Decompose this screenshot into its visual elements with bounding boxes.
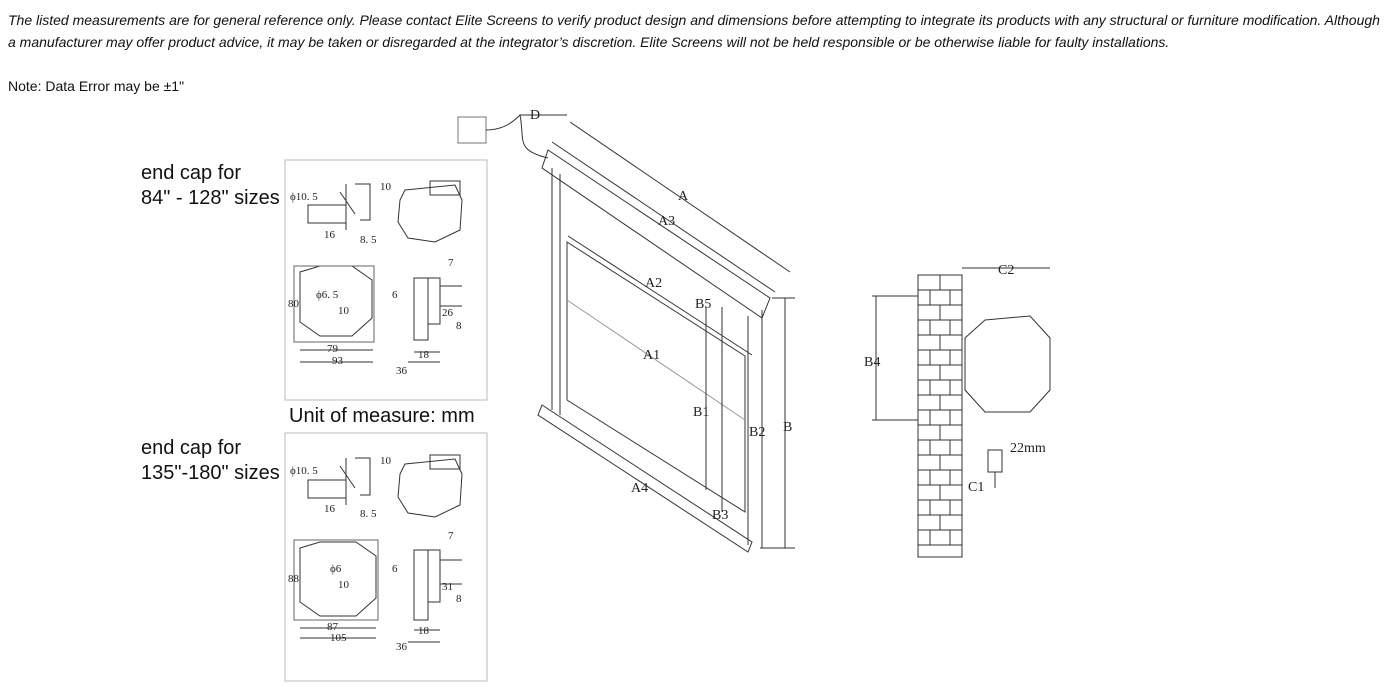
end-cap-label-line1: end cap for [141,162,242,184]
dim-left: 16 [324,503,336,515]
dim-hole: ϕ10. 5 [290,191,318,203]
dim-top: 10 [380,181,392,193]
dim-inner-w: 10 [338,305,350,317]
label-a2: A2 [645,276,662,291]
screen-drawing [457,113,795,553]
dim-width-inner: 87 [327,621,339,633]
label-a4: A4 [631,481,648,496]
label-a: A [678,189,689,204]
end-cap-drawing-large [293,454,463,643]
dim-height: 88 [288,573,300,585]
dim-inner-w: 10 [338,579,350,591]
dim-hole: ϕ10. 5 [290,465,318,477]
dim-mid: 8. 5 [360,234,377,246]
dim-width-inner: 79 [327,343,339,355]
end-cap-drawing-small [293,180,463,363]
label-b: B [783,420,792,435]
label-c2: C2 [998,263,1014,278]
dim-width-outer: 105 [330,632,347,644]
dim-side: 6 [392,563,398,575]
dim-inner-hole: ϕ6 [330,563,342,575]
end-cap-label-line1: end cap for [141,437,242,459]
label-b3: B3 [712,508,728,523]
end-cap-label-small: end cap for 84" - 128" sizes [141,161,280,211]
label-a1: A1 [643,348,660,363]
dim-bracket-mid: 31 [442,581,453,593]
dim-top: 10 [380,455,392,467]
label-b5: B5 [695,297,711,312]
data-error-note: Note: Data Error may be ±1" [8,78,185,94]
unit-of-measure: Unit of measure: mm [289,405,475,427]
dim-width-outer: 93 [332,355,344,367]
dim-inner-hole: ϕ6. 5 [316,289,339,301]
dim-mid: 8. 5 [360,508,377,520]
label-clearance: 22mm [1010,441,1046,456]
label-b2: B2 [749,425,765,440]
dim-height: 80 [288,298,300,310]
dim-side: 6 [392,289,398,301]
dim-bracket-mid: 26 [442,307,454,319]
dim-bracket-base: 36 [396,365,408,377]
label-b1: B1 [693,405,709,420]
dim-left: 16 [324,229,336,241]
label-d: D [530,108,540,123]
wall-side-view [872,267,1051,558]
dim-bracket-w: 18 [418,625,430,637]
dim-bracket-top: 7 [448,257,454,269]
end-cap-panel-small [284,159,488,401]
disclaimer-text: The listed measurements are for general … [8,12,1380,50]
end-cap-label-line2: 84" - 128" sizes [141,187,280,209]
label-a3: A3 [658,214,675,229]
label-c1: C1 [968,480,984,495]
dim-bracket-side: 8 [456,593,462,605]
end-cap-panel-large [284,432,488,682]
dim-bracket-top: 7 [448,530,454,542]
dim-bracket-base: 36 [396,641,408,653]
end-cap-label-line2: 135"-180" sizes [141,462,280,484]
dim-bracket-w: 18 [418,349,430,361]
end-cap-label-large: end cap for 135"-180" sizes [141,436,280,486]
label-b4: B4 [864,355,880,370]
dim-bracket-side: 8 [456,320,462,332]
